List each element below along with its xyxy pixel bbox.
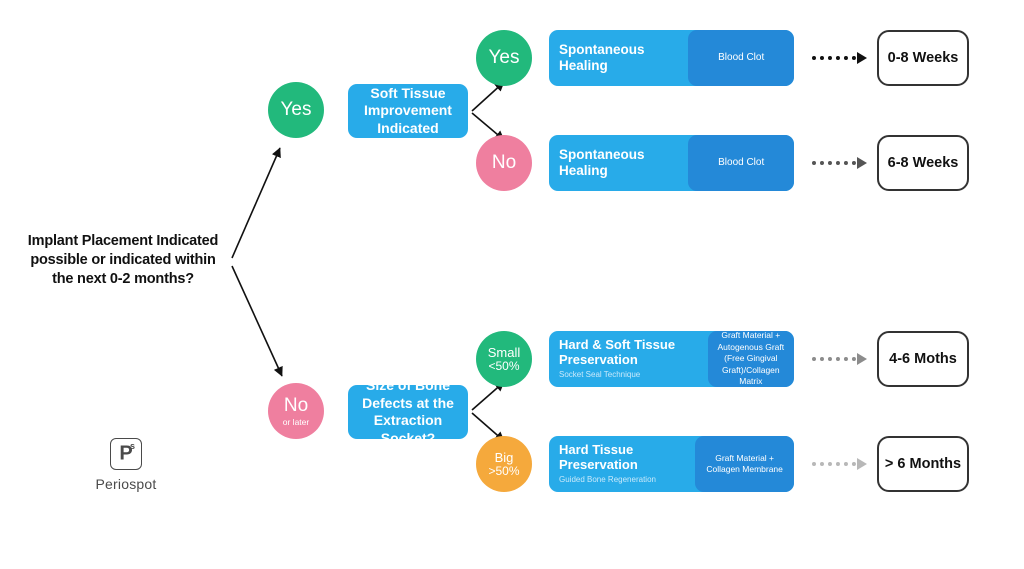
arrow-shaft xyxy=(812,462,856,466)
decision-defect-big-sub: >50% xyxy=(488,463,520,478)
outcome-box[interactable]: > 6 Months xyxy=(877,436,969,492)
question-bone-defect-size[interactable]: Size of Bone Defects at the Extraction S… xyxy=(348,377,468,446)
logo-wordmark: Periospot xyxy=(95,476,157,492)
treatment-material: Graft Material + Autogenous Graft (Free … xyxy=(707,330,794,387)
treatment-title: Spontaneous Healing xyxy=(559,42,645,73)
outcome-box[interactable]: 4-6 Moths xyxy=(877,331,969,387)
treatment-subtitle: Socket Seal Technique xyxy=(559,370,641,380)
treatment-bar[interactable]: Spontaneous Healing Blood Clot xyxy=(549,135,794,191)
arrow-head xyxy=(857,157,867,169)
arrow-shaft xyxy=(812,161,856,165)
decision-defect-small[interactable]: Small <50% xyxy=(476,331,532,387)
arrow-head xyxy=(857,52,867,64)
dotted-arrow-icon xyxy=(812,458,867,470)
decision-yes-implant-label: Yes xyxy=(280,99,312,121)
decision-yes-implant[interactable]: Yes xyxy=(268,82,324,138)
arrow-head xyxy=(857,353,867,365)
treatment-material: Graft Material + Collagen Membrane xyxy=(695,436,794,492)
arrow-head xyxy=(857,458,867,470)
root-question: Implant Placement Indicated possible or … xyxy=(27,233,219,287)
treatment-bar[interactable]: Hard & Soft Tissue Preservation Socket S… xyxy=(549,330,794,387)
treatment-bar[interactable]: Hard Tissue Preservation Guided Bone Reg… xyxy=(549,436,794,492)
dotted-arrow-icon xyxy=(812,157,867,169)
treatment-title: Spontaneous Healing xyxy=(559,147,645,178)
treatment-material: Blood Clot xyxy=(688,135,794,191)
decision-yes-soft-tissue[interactable]: Yes xyxy=(476,30,532,86)
treatment-title: Hard & Soft Tissue Preservation xyxy=(559,337,676,368)
treatment-title: Hard Tissue Preservation xyxy=(559,442,638,473)
periospot-logo-mark: P s xyxy=(110,438,142,470)
treatment-bar-left: Spontaneous Healing xyxy=(549,135,688,191)
decision-defect-big-label: Big xyxy=(494,449,514,465)
outcome-box[interactable]: 0-8 Weeks xyxy=(877,30,969,86)
dotted-arrow-icon xyxy=(812,353,867,365)
decision-no-soft-tissue-label: No xyxy=(491,152,517,174)
treatment-bar[interactable]: Spontaneous Healing Blood Clot xyxy=(549,30,794,86)
treatment-bar-left: Spontaneous Healing xyxy=(549,30,688,86)
arrow-shaft xyxy=(812,357,856,361)
outcome-box[interactable]: 6-8 Weeks xyxy=(877,135,969,191)
dotted-arrow-icon xyxy=(812,52,867,64)
arrow-shaft xyxy=(812,56,856,60)
decision-yes-soft-tissue-label: Yes xyxy=(488,47,520,69)
treatment-bar-left: Hard & Soft Tissue Preservation Socket S… xyxy=(549,331,708,387)
logo-superscript-s: s xyxy=(129,441,135,451)
treatment-bar-left: Hard Tissue Preservation Guided Bone Reg… xyxy=(549,436,695,492)
periospot-logo: P s Periospot xyxy=(88,438,164,492)
treatment-material: Blood Clot xyxy=(688,30,794,86)
decision-defect-small-sub: <50% xyxy=(488,358,520,373)
decision-no-implant-sub: or later xyxy=(282,416,310,427)
decision-no-implant[interactable]: No or later xyxy=(268,383,324,439)
logo-letter-p: P xyxy=(119,442,133,465)
decision-no-soft-tissue[interactable]: No xyxy=(476,135,532,191)
treatment-subtitle: Guided Bone Regeneration xyxy=(559,475,656,485)
decision-no-implant-label: No xyxy=(283,394,309,416)
decision-defect-big[interactable]: Big >50% xyxy=(476,436,532,492)
decision-defect-small-label: Small xyxy=(487,344,521,360)
question-soft-tissue[interactable]: Soft Tissue Improvement Indicated xyxy=(348,84,468,138)
